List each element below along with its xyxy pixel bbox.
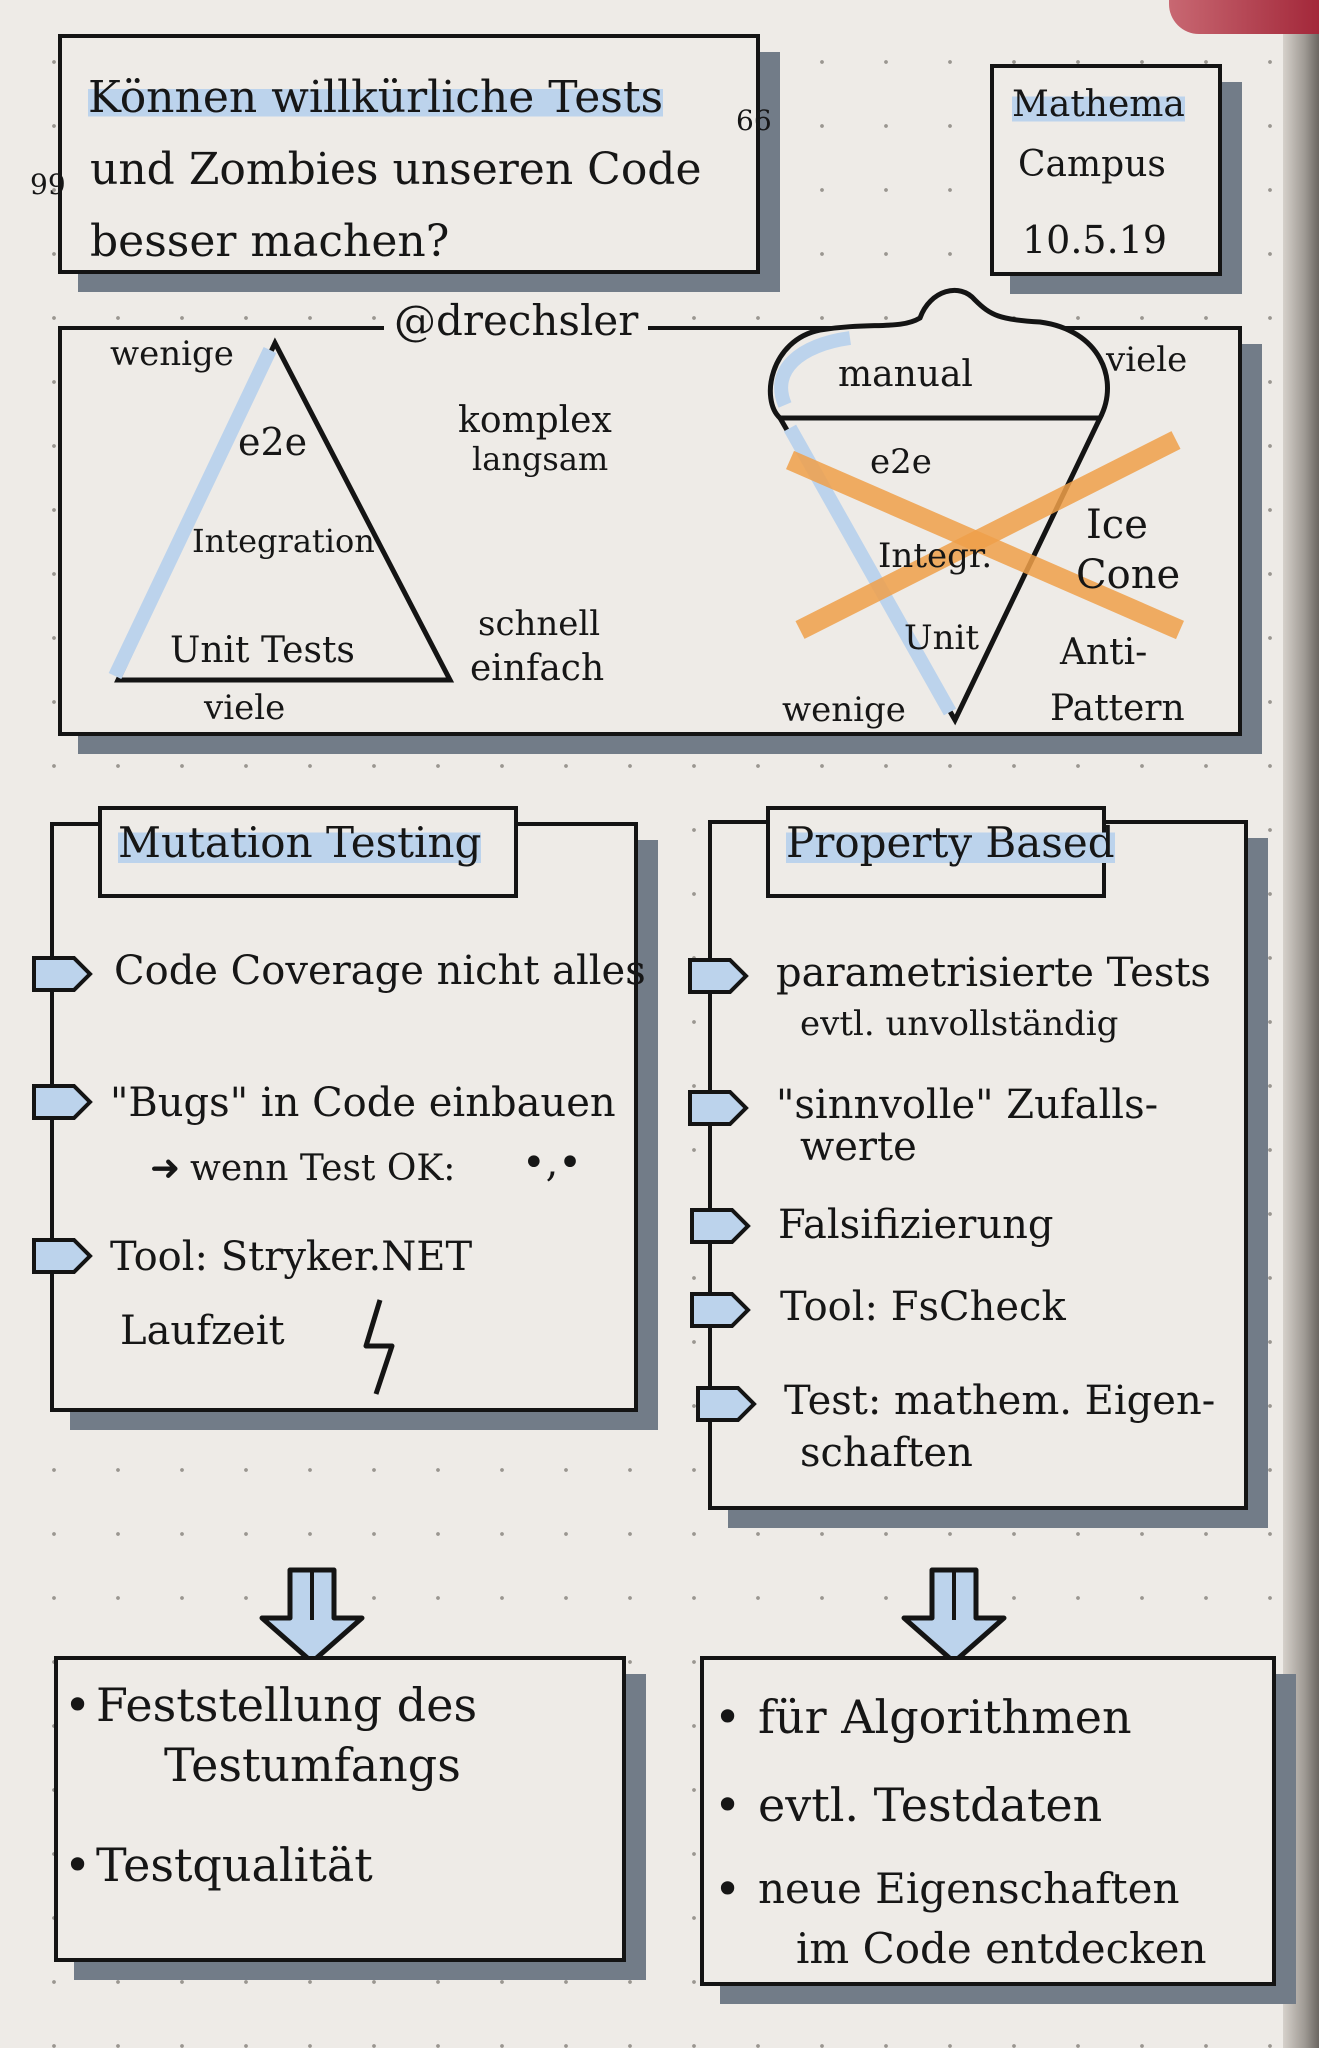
title-line-1: Können willkürliche Tests (88, 72, 664, 123)
red-cover-corner (1169, 0, 1319, 34)
mutation-runtime: Laufzeit (120, 1308, 285, 1354)
pyramid-layer-unit: Unit Tests (170, 630, 355, 671)
cone-layer-unit: Unit (904, 618, 980, 658)
property-result-discover: im Code entdecken (796, 1924, 1207, 1973)
cone-bottom-label: wenige (782, 690, 906, 730)
cone-name-ice: Ice (1086, 502, 1148, 548)
property-result-bullet-2: • (714, 1778, 742, 1832)
property-item-values: werte (800, 1124, 917, 1170)
cone-layer-integration: Integr. (878, 536, 993, 576)
title-box (58, 34, 760, 274)
property-item-properties: schaften (800, 1430, 973, 1476)
pyramid-note-simple: einfach (470, 648, 605, 689)
pyramid-layer-integration: Integration (192, 522, 375, 560)
cone-layer-e2e: e2e (870, 442, 932, 482)
property-based-heading: Property Based (766, 806, 1115, 898)
property-item-random: "sinnvolle" Zufalls- (776, 1082, 1159, 1128)
mutation-item-coverage: Code Coverage nicht alles (114, 948, 646, 994)
property-result-new-properties: neue Eigenschaften (758, 1864, 1180, 1913)
property-item-incomplete: evtl. unvollständig (800, 1004, 1119, 1044)
speaker-handle: @drechsler (384, 296, 649, 345)
mutation-result-bullet-2: • (64, 1838, 92, 1892)
arrow-right-icon: ➜ (150, 1148, 181, 1189)
cone-top-label: viele (1106, 340, 1188, 380)
title-line-3: besser machen? (90, 216, 450, 267)
property-item-tool: Tool: FsCheck (780, 1284, 1066, 1330)
mutation-heading-text: Mutation Testing (118, 818, 482, 867)
pyramid-layer-e2e: e2e (238, 420, 308, 464)
pyramid-top-label: wenige (110, 334, 234, 374)
mutation-result-bullet-1: • (64, 1678, 92, 1732)
mutation-item-tool: Tool: Stryker.NET (110, 1234, 473, 1280)
close-quote: 66 (736, 104, 772, 137)
mutation-result-scope: Feststellung des (96, 1678, 478, 1732)
cone-pattern: Pattern (1050, 688, 1185, 729)
property-result-bullet-3: • (714, 1862, 742, 1916)
property-based-box (708, 820, 1248, 1510)
mutation-result-quality: Testqualität (96, 1838, 373, 1892)
mutation-sub-item: wenn Test OK: (190, 1148, 456, 1189)
mutation-result-scope-2: Testumfangs (164, 1738, 461, 1792)
property-result-box (700, 1656, 1276, 1986)
event-name-line-2: Campus (1018, 144, 1166, 185)
pyramid-note-complex: komplex (458, 400, 612, 441)
property-item-parametrized: parametrisierte Tests (776, 950, 1211, 996)
property-result-testdata: evtl. Testdaten (758, 1778, 1103, 1832)
cone-name-cone: Cone (1076, 552, 1181, 598)
property-item-math: Test: mathem. Eigen- (784, 1378, 1216, 1424)
pyramid-note-fast: schnell (478, 604, 601, 644)
pyramid-bottom-label: viele (204, 688, 286, 728)
sad-face-icon: •,• (522, 1140, 582, 1186)
open-quote: 99 (30, 168, 66, 201)
cone-anti: Anti- (1060, 632, 1148, 673)
notebook-binding (1283, 0, 1319, 2048)
mutation-testing-heading: Mutation Testing (98, 806, 518, 898)
event-name-line-1: Mathema (1012, 84, 1185, 125)
property-item-falsification: Falsifizierung (778, 1202, 1054, 1248)
cone-layer-manual: manual (838, 354, 973, 395)
property-result-algorithms: für Algorithmen (758, 1690, 1132, 1744)
pyramid-note-slow: langsam (472, 440, 609, 478)
property-heading-text: Property Based (786, 818, 1115, 867)
mutation-result-box (54, 1656, 626, 1962)
property-result-bullet-1: • (714, 1690, 742, 1744)
title-line-2: und Zombies unseren Code (90, 144, 702, 195)
mutation-item-bugs: "Bugs" in Code einbauen (110, 1080, 616, 1126)
event-date: 10.5.19 (1022, 218, 1168, 262)
